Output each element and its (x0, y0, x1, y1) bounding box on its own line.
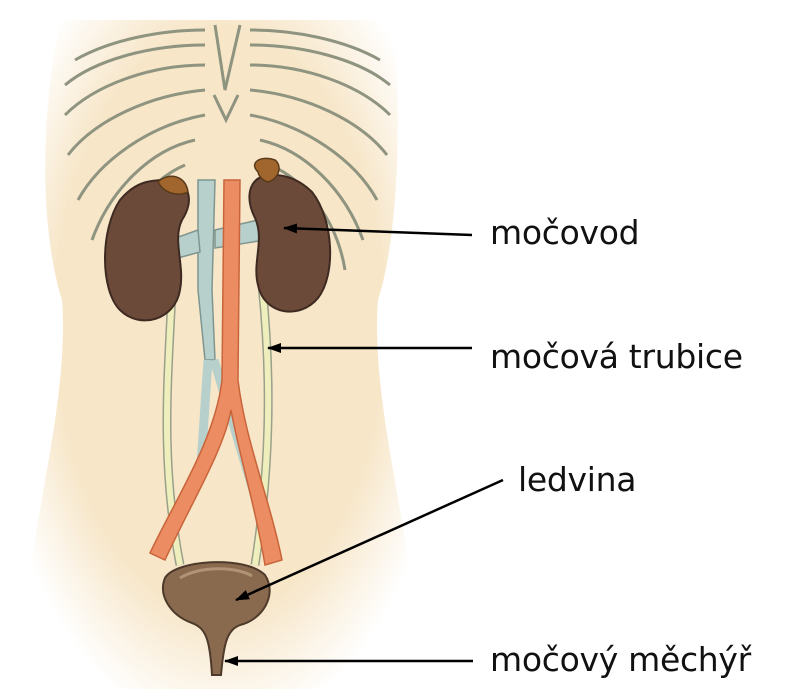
label-ledvina: ledvina (518, 460, 636, 499)
label-mocovod: močovod (490, 213, 639, 252)
label-mocovy-mechyr: močový měchýř (490, 640, 751, 679)
label-mocova-trubice: močová trubice (490, 337, 743, 376)
